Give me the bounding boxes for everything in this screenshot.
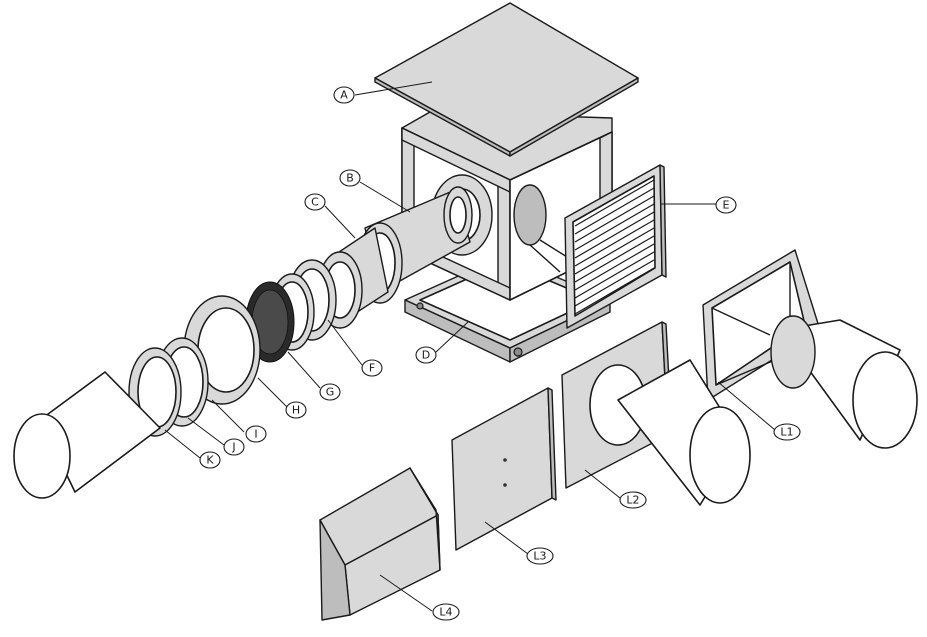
callout-l1: L1 [773,423,801,441]
callout-c: C [304,193,326,211]
callout-a: A [333,86,355,104]
callout-j-label: J [231,441,235,454]
louvre-slat [574,187,655,235]
louvre-slat [574,259,655,307]
louvre-slat [574,227,655,275]
callout-f-label: F [369,362,375,375]
callout-l2-label: L2 [626,494,639,507]
part-l1-flared-transition [702,249,918,449]
callout-l3-label: L3 [533,550,546,563]
callout-l4-label: L4 [439,606,452,619]
part-l2-flange-plate [561,321,751,506]
louvre-slat [574,267,655,315]
louvre-slat [574,235,655,283]
callout-f: F [361,359,383,377]
callout-b-label: B [346,172,354,185]
callout-d: D [415,346,437,364]
part-l3-flat-plate [451,387,557,551]
callout-k: K [199,451,221,469]
louvre-slat [574,195,655,243]
callout-l1-label: L1 [780,426,793,439]
louvre-slat [574,203,655,251]
part-e-louvre-grille [564,164,667,329]
callout-l3: L3 [526,547,554,565]
callout-k-label: K [206,454,214,467]
leader-lines [164,81,776,612]
callout-l2: L2 [619,491,647,509]
part-k-clamp-and-duct [13,347,182,499]
callout-a-label: A [340,89,348,102]
callout-j: J [223,438,245,456]
callout-h-label: H [292,404,300,417]
callout-i: I [245,425,267,443]
louvre-slat [574,251,655,299]
callout-d-label: D [422,349,430,362]
callout-c-label: C [311,196,319,209]
callout-e-label: E [723,199,730,212]
callout-l4: L4 [432,603,460,621]
callout-g-label: G [326,386,335,399]
part-d-base-frame [404,254,611,363]
louvre-slat [574,243,655,291]
callout-b: B [339,169,361,187]
part-i-flange [183,295,261,405]
callout-g: G [319,383,341,401]
louvre-slat [574,219,655,267]
callout-i-label: I [254,428,257,441]
part-l4-weather-hood [319,467,441,621]
callout-e: E [715,196,737,214]
part-a-top-lid [374,2,639,157]
louvre-slat [574,211,655,259]
louvre-slat [574,179,655,227]
callout-h: H [285,401,307,419]
